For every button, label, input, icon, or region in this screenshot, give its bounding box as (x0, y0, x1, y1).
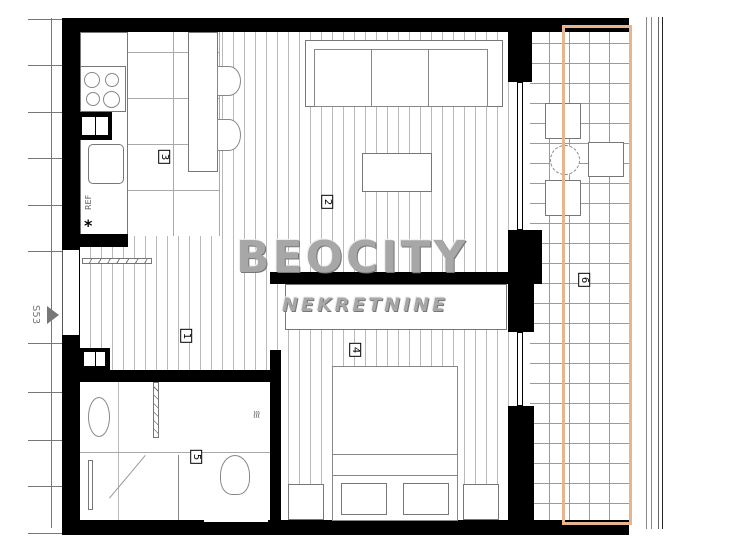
nightstand (288, 484, 324, 520)
sliding-door[interactable] (82, 258, 152, 264)
room-label-2: 2 (321, 194, 334, 210)
sofa-cushion (314, 49, 372, 107)
cabinet (81, 116, 109, 136)
watermark-brand: BEOCITY (236, 232, 469, 283)
room-label-3: 3 (158, 149, 171, 165)
watermark-subtitle: NEKRETNINE (282, 294, 449, 316)
washbasin-icon (88, 397, 110, 437)
facade-line (646, 17, 647, 529)
grid-line (28, 533, 62, 534)
wall-bedroom-top (270, 272, 515, 284)
bathroom-floor (80, 382, 270, 520)
wall-bottom (62, 520, 629, 535)
burner-icon (103, 91, 120, 108)
pillow (341, 483, 387, 515)
room-label-6: 6 (578, 272, 591, 288)
grid-line (28, 158, 62, 159)
entrance-door[interactable] (62, 250, 80, 335)
window[interactable] (517, 82, 523, 230)
grid-line (28, 392, 62, 393)
toilet-icon (220, 455, 250, 495)
bed (332, 366, 458, 521)
grid-line (28, 205, 62, 206)
wall-left-upper (62, 18, 80, 250)
sink-icon (88, 144, 124, 184)
kitchen-column (80, 112, 112, 140)
grid-line (28, 65, 62, 66)
wall-kitchen-bottom (80, 234, 128, 247)
chair (588, 142, 624, 177)
pillow (403, 483, 449, 515)
grid-line (51, 18, 52, 528)
nightstand (463, 484, 499, 520)
grid-line (28, 440, 62, 441)
round-table (550, 145, 580, 175)
facade-line (651, 17, 652, 529)
shower-head-icon (88, 460, 93, 510)
wall-right-3 (508, 284, 534, 332)
wall-top (62, 18, 629, 32)
bathroom-door[interactable] (153, 382, 159, 438)
hallway-cabinet (80, 348, 110, 370)
wall-bathroom-top (80, 370, 280, 382)
facade-line (658, 17, 659, 529)
fridge-label: REF (84, 194, 93, 210)
window[interactable] (517, 332, 523, 406)
room-label-1: 1 (180, 328, 193, 344)
grid-line (28, 112, 62, 113)
kitchen-island (188, 32, 218, 172)
sofa (305, 40, 503, 107)
grid-line (28, 19, 62, 20)
terrace-highlight (562, 25, 632, 525)
wall-left-lower (62, 335, 80, 535)
bar-stool-icon (217, 119, 241, 151)
coffee-table (362, 153, 432, 192)
grid-line (28, 251, 62, 252)
wall-right-4 (508, 406, 534, 526)
asterisk-mark: * (84, 216, 93, 235)
grid-line (28, 343, 62, 344)
sofa-cushion (428, 49, 488, 107)
wall-bedroom-left (270, 350, 281, 526)
room-label-5: 5 (190, 449, 203, 465)
burner-icon (86, 92, 100, 106)
grid-line (28, 486, 62, 487)
radiator-icon: ≋ (250, 409, 264, 420)
sofa-cushion (371, 49, 429, 107)
section-marker-icon (47, 306, 59, 324)
cooktop (80, 66, 126, 112)
bar-stool-icon (217, 66, 241, 96)
wall-right-1 (508, 18, 532, 82)
burner-icon (105, 73, 119, 87)
section-marker-label: S53 (30, 305, 41, 325)
room-label-4: 4 (349, 342, 362, 358)
wardrobe (285, 284, 507, 330)
facade-line (662, 17, 663, 529)
burner-icon (84, 72, 100, 88)
